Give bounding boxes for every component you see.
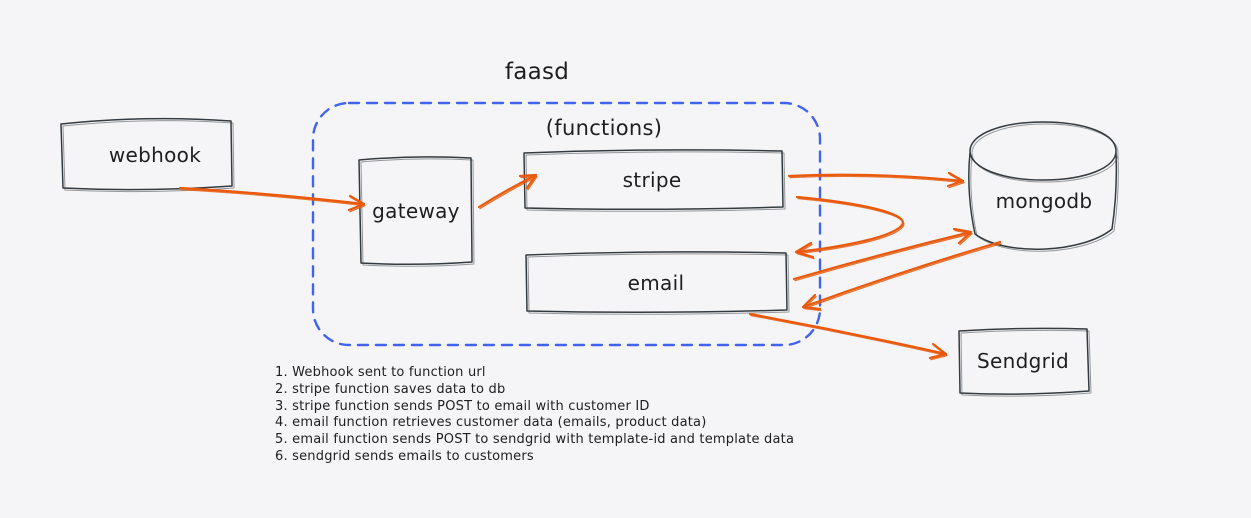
stripe-box-echo <box>525 151 786 212</box>
arrow-stripe-mongodb <box>787 171 965 188</box>
email-node-label: email <box>627 271 685 295</box>
sendgrid-box-echo <box>960 329 1092 397</box>
arrow-mongodb-email <box>801 240 1002 311</box>
arrow-stripe-mongodb-echo <box>789 173 965 189</box>
mongodb-node-label: mongodb <box>995 189 1093 213</box>
arrow-echo-layer <box>180 173 1002 361</box>
stripe-node-label: stripe <box>622 168 682 192</box>
arrow-stripe-email <box>794 195 904 259</box>
arrow-gateway-stripe <box>477 173 538 209</box>
faasd-container-border <box>311 101 822 347</box>
webhook-box-echo <box>62 120 235 193</box>
step-1: 1. Webhook sent to function url <box>275 365 486 380</box>
arrow-email-mongodb <box>792 227 973 281</box>
gateway-box-echo <box>360 158 475 267</box>
email-box <box>525 251 788 314</box>
arrow-email-sendgrid-echo <box>750 314 948 361</box>
mongodb-cylinder <box>968 121 1118 251</box>
sendgrid-node-label: Sendgrid <box>977 349 1069 373</box>
step-6: 6. sendgrid sends emails to customers <box>275 448 534 464</box>
step-5: 5. email function sends POST to sendgrid… <box>275 432 795 448</box>
arrow-webhook-gateway <box>178 186 366 212</box>
webhook-node-label: webhook <box>108 143 202 167</box>
step-2: 2. stripe function saves data to db <box>275 381 506 397</box>
arrow-mongodb-email-echo <box>803 242 1002 312</box>
arrow-email-sendgrid <box>748 312 948 360</box>
box-echo-layer <box>62 120 1119 397</box>
mongodb-cylinder-echo <box>970 123 1119 252</box>
faasd-title: faasd <box>504 59 570 85</box>
sendgrid-box <box>958 327 1090 395</box>
gateway-node-label: gateway <box>372 199 460 223</box>
step-3: 3. stripe function sends POST to email w… <box>275 398 650 414</box>
step-list: 1. Webhook sent to function url 2. strip… <box>275 365 794 466</box>
functions-group-label: (functions) <box>545 116 663 140</box>
box-layer <box>60 117 1118 395</box>
arrow-gateway-stripe-echo <box>479 175 538 210</box>
webhook-box <box>60 117 233 191</box>
gateway-box <box>358 156 473 266</box>
arrow-layer <box>178 171 1002 360</box>
step-4: 4. email function retrieves customer dat… <box>275 415 707 431</box>
stripe-box <box>523 149 784 211</box>
email-box-echo <box>527 253 790 315</box>
